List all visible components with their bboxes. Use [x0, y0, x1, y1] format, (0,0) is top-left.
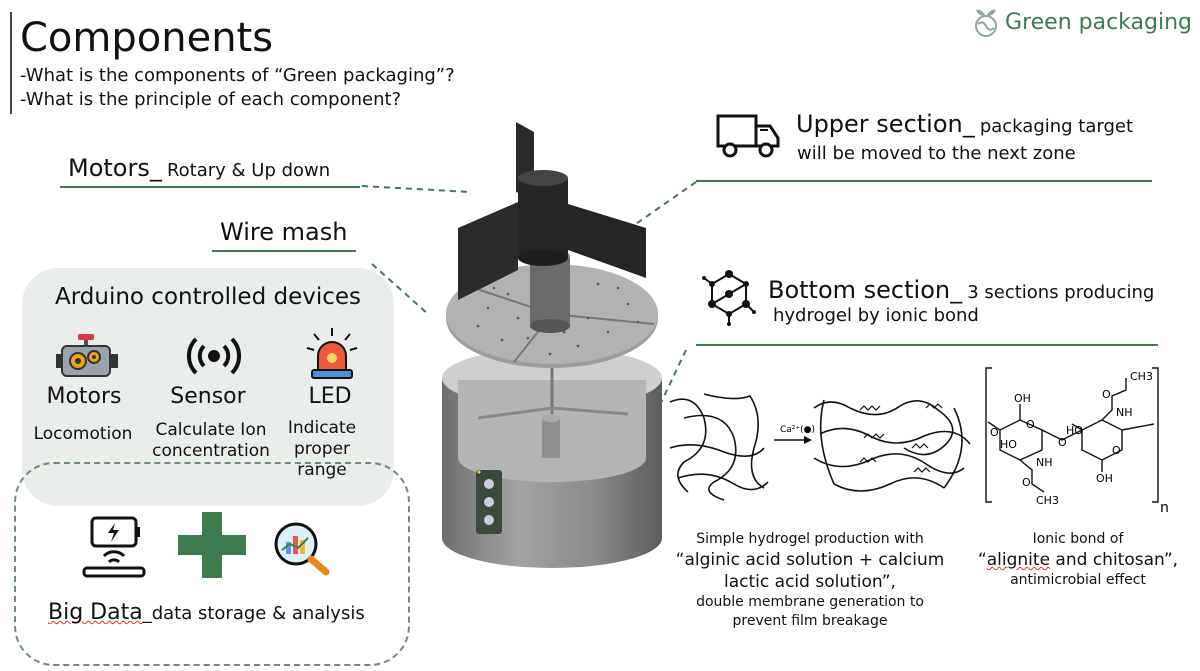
big-data-sub: _data storage & analysis: [142, 603, 365, 624]
big-data-label: Big Data_data storage & analysis: [48, 600, 365, 625]
device-motors-desc: Locomotion: [33, 424, 133, 444]
o-top-label: O: [1102, 388, 1111, 401]
ho-2-label: HO: [1066, 424, 1083, 437]
bottom-section-sub1: 3 sections producing: [967, 282, 1155, 303]
o-bot-label: O: [1022, 476, 1031, 489]
hydrogel-caption-line5: prevent film breakage: [732, 613, 888, 629]
polymer-n-label: n: [1160, 500, 1169, 516]
packaging-device-illustration: [442, 122, 662, 568]
data-analysis-magnifier-icon: [274, 522, 330, 576]
motors-label-sub: Rotary & Up down: [166, 160, 331, 181]
globe-sprout-icon: [975, 9, 998, 37]
hydrogel-caption-line1: Simple hydrogel production with: [696, 531, 924, 547]
ho-1-label: HO: [1000, 438, 1017, 451]
brand-name: Green packaging: [1005, 9, 1192, 35]
ch3-top-label: CH3: [1130, 370, 1153, 383]
hydrogel-caption-line4: double membrane generation to: [696, 594, 924, 610]
reaction-ion-label: Ca²⁺(●): [780, 425, 815, 435]
upper-section-main: Upper section_: [796, 110, 975, 138]
device-led-desc: Indicate proper range: [287, 418, 357, 480]
arduino-title: Arduino controlled devices: [54, 284, 362, 310]
device-led-name: LED: [308, 384, 352, 409]
device-motors-name: Motors: [46, 384, 122, 409]
big-data-box: [14, 462, 410, 666]
o-link-label: O: [1058, 436, 1067, 449]
hydrogel-caption: Simple hydrogel production with “alginic…: [660, 530, 960, 631]
oh-2-label: OH: [1096, 472, 1113, 485]
nh-bot-label: NH: [1036, 456, 1053, 469]
wire-mash-label: Wire mash: [220, 218, 348, 246]
hydrogel-caption-line2: “alginic acid solution + calcium: [675, 550, 945, 570]
arduino-panel: [22, 268, 394, 506]
chitosan-caption: Ionic bond of “alignite and chitosan”, a…: [966, 530, 1190, 590]
alginate-chitosan-structure: CH3 O NH OH O HO O HO O NH OH O CH3 n O: [985, 367, 1169, 516]
chitosan-caption-alignite: alignite: [986, 550, 1051, 570]
brand-logo: Green packaging: [973, 6, 1192, 38]
motors-underline: [60, 186, 360, 188]
led-alarm-icon: [306, 328, 358, 379]
oh-1-label: OH: [1014, 392, 1031, 405]
chitosan-caption-line3: antimicrobial effect: [1010, 572, 1146, 588]
nh-top-label: NH: [1116, 406, 1133, 419]
chitosan-caption-line1: Ionic bond of: [1032, 531, 1124, 547]
device-sensor-desc: Calculate Ion concentration: [152, 420, 270, 461]
upper-section-sub1: packaging target: [979, 116, 1134, 137]
title-accent-bar: [10, 12, 12, 114]
sensor-wave-icon: [186, 337, 242, 375]
bottom-section-sub2: hydrogel by ionic bond: [773, 305, 979, 326]
upper-section-underline: [696, 180, 1152, 182]
big-data-main: Big Data: [48, 600, 143, 625]
motors-label: Motors_ Rotary & Up down: [68, 154, 330, 182]
device-sensor-name: Sensor: [170, 384, 246, 409]
bottom-section-main: Bottom section_: [768, 276, 963, 304]
wireless-charging-icon: [82, 516, 146, 578]
wire-mash-underline: [212, 250, 356, 252]
question-2: -What is the principle of each component…: [20, 89, 402, 110]
plus-icon: [178, 512, 246, 578]
question-1: -What is the components of “Green packag…: [20, 65, 455, 86]
upper-section-label: Upper section_ packaging target: [796, 110, 1133, 138]
o-ring2-label: O: [1112, 444, 1121, 457]
o-ring1-label: O: [1026, 418, 1035, 431]
chitosan-caption-quote: “: [977, 550, 987, 570]
hydrogel-caption-line3: lactic acid solution”,: [724, 572, 896, 592]
hydrogel-reaction-diagram: Ca²⁺(●): [669, 393, 971, 501]
ch3-bot-label: CH3: [1036, 494, 1059, 507]
o-left-label: O: [990, 426, 999, 439]
page-title: Components: [20, 15, 274, 61]
chitosan-caption-line2: “alignite and chitosan”,: [966, 549, 1190, 571]
bottom-section-label: Bottom section_ 3 sections producing: [768, 276, 1154, 304]
molecule-network-icon: [702, 270, 756, 326]
motors-label-main: Motors_: [68, 154, 162, 182]
delivery-truck-icon: [716, 114, 780, 158]
motor-gear-icon: [56, 334, 118, 377]
chitosan-caption-rest: and chitosan”,: [1050, 550, 1179, 570]
bottom-section-underline: [696, 344, 1158, 346]
upper-section-sub2: will be moved to the next zone: [797, 143, 1076, 164]
